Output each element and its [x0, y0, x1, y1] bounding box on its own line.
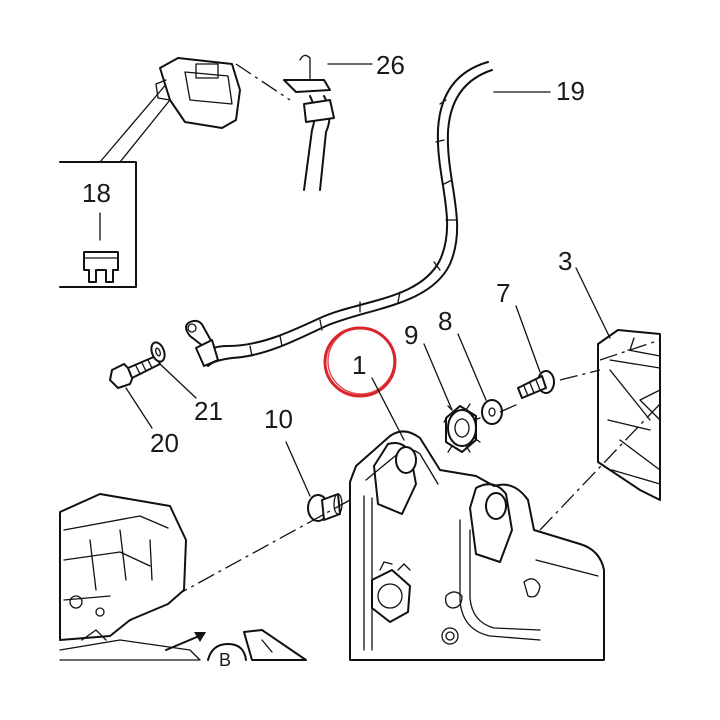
fuse-inset-box — [59, 81, 179, 288]
body-frame — [59, 493, 201, 661]
axis-top-2 — [559, 369, 601, 381]
callout-1: 1 — [352, 350, 366, 380]
screw-7 — [517, 370, 555, 399]
leader-7 — [515, 305, 541, 373]
battery-cable — [203, 61, 493, 367]
leader-21 — [159, 363, 197, 399]
spacer-9 — [443, 403, 481, 453]
axis-washer — [499, 403, 519, 413]
callout-21: 21 — [194, 396, 223, 426]
callout-3: 3 — [558, 246, 572, 276]
axis-top — [599, 339, 661, 361]
leader-10 — [285, 441, 311, 497]
callout-10: 10 — [264, 404, 293, 434]
cable-clip — [283, 54, 335, 191]
highlight-ring — [323, 326, 397, 398]
leader-9 — [423, 343, 453, 411]
side-cover-3 — [597, 329, 661, 501]
callout-9: 9 — [404, 320, 418, 350]
grommet-10 — [307, 493, 343, 522]
relay-bracket — [155, 57, 241, 129]
callout-8: 8 — [438, 306, 452, 336]
axis-box — [539, 403, 661, 531]
bottom-bracket — [243, 629, 307, 661]
relay-dash-line — [235, 63, 291, 101]
fuse-icon — [83, 251, 119, 283]
view-marker: B — [207, 643, 247, 670]
callout-20: 20 — [150, 428, 179, 458]
leader-1 — [371, 377, 405, 441]
battery-box-1 — [349, 430, 605, 661]
washer-21 — [150, 341, 166, 363]
cable-terminal-ring — [185, 319, 219, 367]
view-arrow-head — [194, 632, 206, 642]
callout-26: 26 — [376, 50, 405, 80]
view-marker-label: B — [219, 650, 231, 670]
callout-19: 19 — [556, 76, 585, 106]
callout-7: 7 — [496, 278, 510, 308]
leader-8 — [457, 333, 487, 401]
bolt-20 — [109, 355, 161, 389]
leader-20 — [125, 387, 153, 429]
washer-8 — [481, 399, 503, 425]
leader-3 — [575, 267, 611, 339]
callout-18: 18 — [82, 178, 111, 208]
